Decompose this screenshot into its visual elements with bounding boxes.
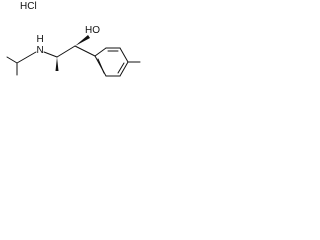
chemical-structure: HCl HO H N (6, 1, 141, 77)
ring-double-bond-2 (117, 62, 125, 74)
amine-n-label: N (37, 45, 44, 56)
n-chiral-carbon-bond (43, 51, 58, 58)
ring-bond-3 (119, 47, 129, 63)
ring-bond-4 (119, 61, 129, 77)
chiral-to-carbinol-bond (56, 45, 76, 58)
ring-bond-1 (94, 47, 107, 57)
isopropyl-n-bond (16, 51, 37, 64)
ring-double-bond-3 (97, 58, 105, 74)
amine-h-label: H (37, 34, 44, 45)
isopropyl-methyl-bond-1 (6, 56, 18, 64)
carbinol-ring-bond (74, 45, 96, 57)
salt-label: HCl (20, 1, 37, 12)
hydroxyl-label: HO (85, 25, 100, 36)
hydroxyl-wedge-bond (75, 35, 90, 46)
methyl-wedge-bond (55, 57, 59, 71)
